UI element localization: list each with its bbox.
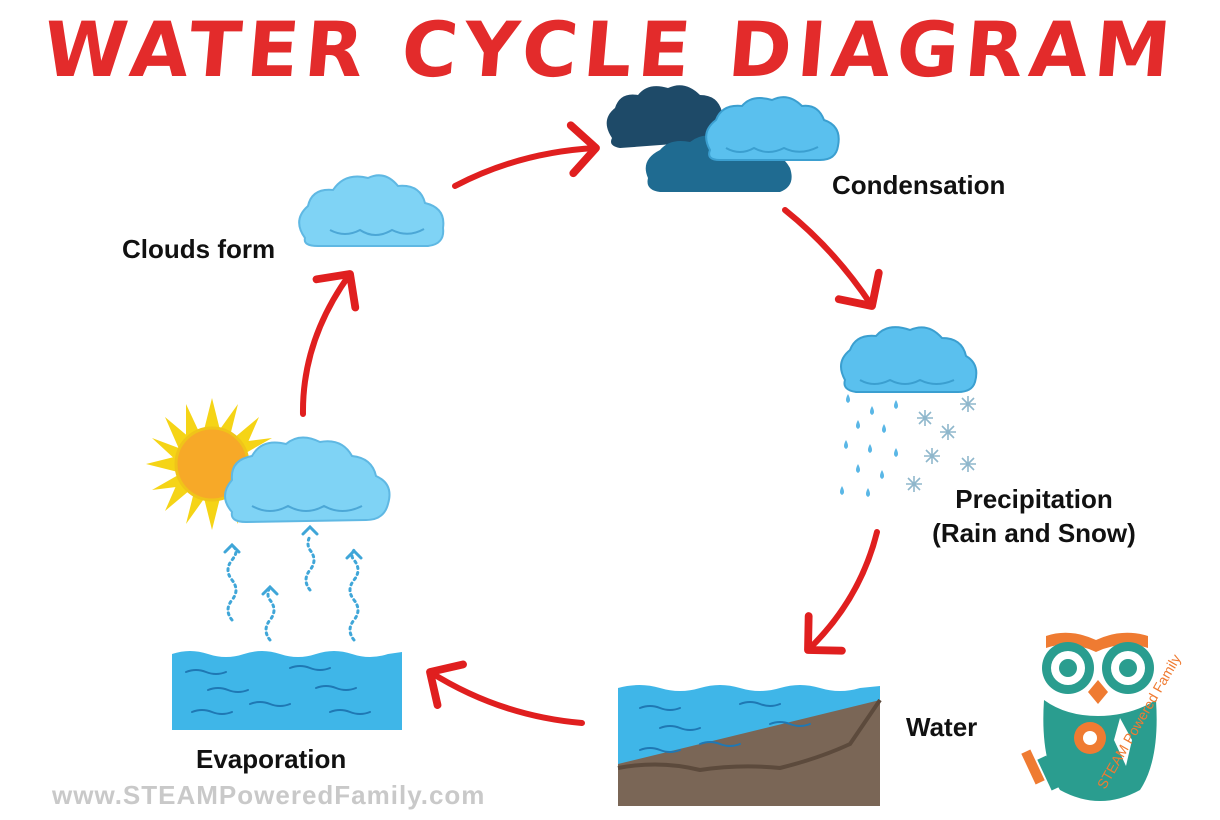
evaporation-vapor-arrows-icon xyxy=(226,534,360,642)
clouds-form-cloud-icon xyxy=(298,174,445,247)
condensation-light-cloud-icon xyxy=(705,96,840,161)
arrow-clouds-to-condensation xyxy=(452,121,600,189)
stage-label-precipitation-line2: (Rain and Snow) xyxy=(932,518,1136,548)
footer-url: www.STEAMPoweredFamily.com xyxy=(52,780,486,810)
steam-powered-family-logo: STEAM Powered Family xyxy=(1021,632,1184,801)
arrow-water-to-evaporation xyxy=(426,660,585,726)
stage-label-evaporation: Evaporation xyxy=(196,744,347,774)
arrow-precipitation-to-water xyxy=(804,529,880,655)
stage-label-clouds-form: Clouds form xyxy=(122,234,276,264)
stage-label-condensation: Condensation xyxy=(832,170,1006,200)
precipitation-cloud-icon xyxy=(840,326,978,393)
water-land-icon xyxy=(617,685,882,806)
arrow-condensation-to-precipitation xyxy=(782,207,883,310)
stage-label-precipitation: Precipitation (Rain and Snow) xyxy=(910,482,1158,550)
stage-label-water: Water xyxy=(906,712,978,742)
vapor-arrowheads-icon xyxy=(223,524,363,596)
stage-label-precipitation-line1: Precipitation xyxy=(955,484,1113,514)
evaporation-cloud-icon xyxy=(224,436,391,524)
rain-drops-icon xyxy=(840,394,898,497)
evaporation-water-icon xyxy=(172,651,402,730)
snowflakes-icon xyxy=(906,396,976,492)
arrow-evaporation-to-clouds xyxy=(299,270,360,417)
